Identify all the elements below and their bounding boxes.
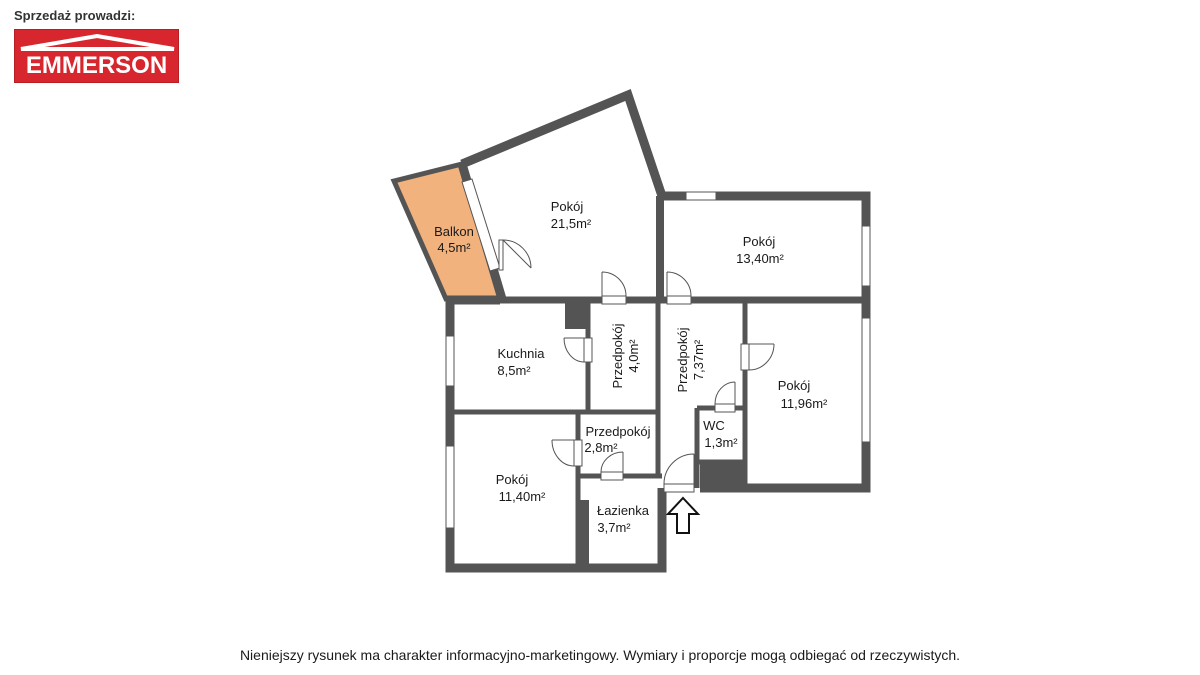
label-kuchnia-area: 8,5m² bbox=[497, 363, 531, 378]
label-pokoj-sw-area: 11,40m² bbox=[499, 489, 546, 504]
label-balkon-name: Balkon bbox=[434, 224, 474, 239]
label-przedpokoj-a-area: 4,0m² bbox=[626, 339, 641, 373]
label-lazienka-area: 3,7m² bbox=[597, 520, 631, 535]
label-wc-name: WC bbox=[703, 418, 725, 433]
label-wc-area: 1,3m² bbox=[704, 435, 738, 450]
chimney-kitchen bbox=[565, 303, 588, 329]
logo-roof-icon bbox=[20, 33, 175, 51]
shaft-wc bbox=[700, 463, 745, 488]
label-przedpokoj-a-name: Przedpokój bbox=[610, 323, 625, 388]
label-pokoj-ne-name: Pokój bbox=[743, 234, 776, 249]
label-pokoj-large-name: Pokój bbox=[551, 199, 584, 214]
label-przedpokoj-c-area: 2,8m² bbox=[584, 440, 618, 455]
agent-label: Sprzedaż prowadzi: bbox=[14, 8, 136, 23]
logo-text: EMMERSON bbox=[25, 52, 168, 79]
doors bbox=[498, 239, 775, 493]
label-pokoj-ne-area: 13,40m² bbox=[736, 251, 784, 266]
disclaimer-text: Nieniejszy rysunek ma charakter informac… bbox=[239, 647, 961, 663]
label-przedpokoj-c-name: Przedpokój bbox=[585, 424, 650, 439]
label-pokoj-e-area: 11,96m² bbox=[781, 396, 828, 411]
label-kuchnia-name: Kuchnia bbox=[498, 346, 546, 361]
label-lazienka-name: Łazienka bbox=[597, 503, 650, 518]
emmerson-logo: EMMERSON bbox=[14, 29, 179, 83]
label-pokoj-e-name: Pokój bbox=[778, 378, 811, 393]
label-przedpokoj-b-area: 7,37m² bbox=[691, 339, 706, 380]
label-balkon-area: 4,5m² bbox=[437, 240, 471, 255]
label-pokoj-large-area: 21,5m² bbox=[551, 216, 592, 231]
wall-big-room bbox=[460, 88, 667, 198]
shaft-bath bbox=[579, 500, 589, 566]
label-pokoj-sw-name: Pokój bbox=[496, 472, 529, 487]
wall-west-south bbox=[445, 295, 667, 573]
windows bbox=[445, 178, 871, 529]
label-przedpokoj-b-name: Przedpokój bbox=[675, 327, 690, 392]
entrance-arrow-icon bbox=[665, 496, 701, 534]
